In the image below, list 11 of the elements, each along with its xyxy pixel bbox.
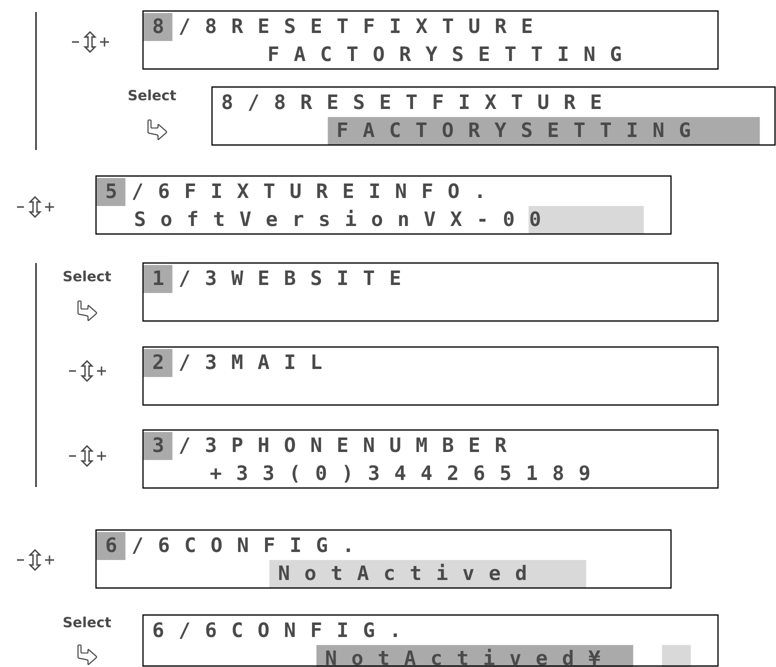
lcd-display: 5 / 6 F I X T U R E I N F O . S o f t V e r s i o n V X - 0 0 (95, 175, 672, 235)
lcd-display: 8 / 8 R E S E T F I X T U R E F A C T O R Y S E T T I N G (211, 86, 776, 146)
lcd-display: 6 / 6 C O N F I G . N o t A c t i v e d ¥ (142, 614, 719, 667)
select-label: Select (64, 616, 112, 628)
lcd-display: 6 / 6 C O N F I G . N o t A c t i v e d (95, 529, 672, 589)
lcd-display: 2 / 3 M A I L (142, 346, 719, 406)
lcd-display: 8 / 8 R E S E T F I X T U R E F A C T O R Y S E T T I N G (142, 10, 719, 70)
lcd-display: 1 / 3 W E B S I T E (142, 262, 719, 322)
select-label: Select (64, 270, 112, 282)
select-label: Select (128, 90, 176, 100)
lcd-display: 3 / 3 P H O N E N U M B E R + 3 3 ( 0 ) 3 4 4 2 6 5 1 8 9 (142, 429, 719, 489)
